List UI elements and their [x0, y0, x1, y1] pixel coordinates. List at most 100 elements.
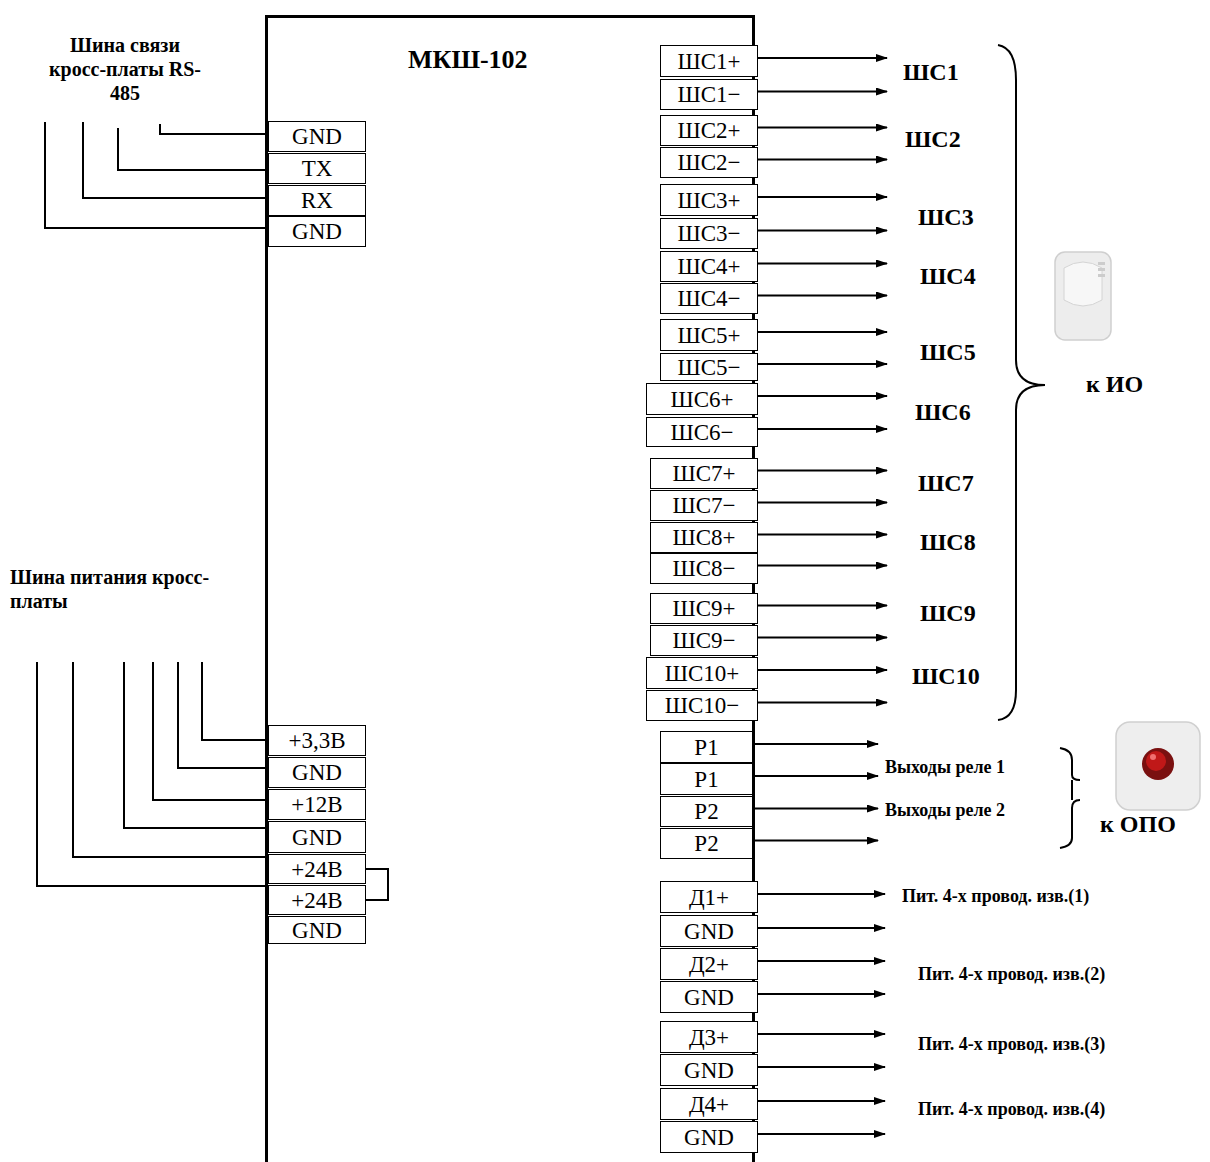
terminal-label: GND	[684, 920, 734, 943]
output-arrow	[755, 605, 887, 607]
terminal-label: GND	[684, 1059, 734, 1082]
terminal-box: ШС5+	[660, 319, 758, 351]
module-housing: МКШ-102GND TX RX GND +3,3В GND +12В GND +24В +24В…	[265, 15, 755, 1162]
curly-bracket	[1060, 748, 1080, 780]
loop-label: ШС7	[918, 469, 974, 498]
module-title: МКШ-102	[408, 45, 528, 75]
terminal-label: ШС5+	[677, 324, 740, 347]
terminal-box: ШС2+	[660, 115, 758, 146]
bus-caption: Шина связи кросс-платы RS-485	[45, 33, 205, 105]
output-arrow	[755, 637, 887, 639]
terminal-label: ШС7+	[672, 462, 735, 485]
loop-label: ШС2	[905, 125, 961, 154]
terminal-label: ШС10−	[665, 694, 740, 717]
terminal-box: ШС5−	[660, 353, 758, 381]
terminal-label: GND	[292, 125, 342, 148]
terminal-label: Р2	[694, 832, 718, 855]
bus-wires	[37, 122, 265, 886]
terminal-box: ШС8−	[650, 553, 758, 584]
terminal-label: GND	[292, 826, 342, 849]
terminal-label: Р1	[694, 768, 718, 791]
terminal-label: GND	[684, 986, 734, 1009]
output-arrow	[755, 159, 887, 161]
terminal-label: GND	[292, 919, 342, 942]
terminal-box: ШС8+	[650, 522, 758, 553]
terminal-box: Д3+	[660, 1021, 758, 1053]
terminal-box: GND	[660, 915, 758, 947]
terminal-label: ШС8−	[672, 557, 735, 580]
output-arrow	[755, 960, 885, 962]
terminal-box: Р1	[660, 731, 753, 763]
output-label: Пит. 4-х провод. изв.(3)	[918, 1034, 1105, 1056]
terminal-label: +24В	[291, 889, 342, 912]
output-arrow	[755, 1066, 885, 1068]
terminal-label: Р1	[694, 736, 718, 759]
output-arrow	[755, 993, 885, 995]
terminal-label: ШС3+	[677, 189, 740, 212]
terminal-box: ШС6−	[646, 417, 758, 447]
loop-label: ШС10	[912, 662, 980, 691]
bus-caption: Шина питания кросс-платы	[10, 565, 215, 613]
terminal-label: TX	[302, 157, 333, 180]
terminal-box: ШС10+	[646, 657, 758, 689]
terminal-box: Д2+	[660, 948, 758, 980]
terminal-box: GND	[268, 121, 366, 152]
terminal-label: ШС4−	[677, 287, 740, 310]
output-arrow	[755, 1133, 885, 1135]
terminal-label: ШС6−	[670, 421, 733, 444]
output-arrow	[755, 91, 887, 93]
output-arrow	[755, 702, 887, 704]
output-arrow	[755, 395, 887, 397]
output-label: Выходы реле 1	[885, 757, 1005, 779]
terminal-box: ШС1+	[660, 45, 758, 77]
terminal-box: ШС3−	[660, 218, 758, 249]
output-label: Выходы реле 2	[885, 800, 1005, 822]
jumper-wire	[366, 869, 388, 900]
terminal-label: +24В	[291, 858, 342, 881]
terminal-box: GND	[660, 1054, 758, 1086]
loop-label: ШС6	[915, 398, 971, 427]
terminal-label: ШС9−	[672, 629, 735, 652]
terminal-box: ШС2−	[660, 147, 758, 178]
output-arrow	[755, 927, 885, 929]
output-arrow	[750, 743, 878, 745]
terminal-label: ШС1−	[677, 83, 740, 106]
terminal-box: +24В	[268, 854, 366, 884]
terminal-box: GND	[660, 981, 758, 1013]
loop-label: ШС8	[920, 528, 976, 557]
curly-bracket	[998, 45, 1045, 720]
curly-bracket	[1060, 800, 1080, 848]
output-label: Пит. 4-х провод. изв.(2)	[918, 964, 1105, 986]
terminal-label: Д2+	[689, 953, 729, 976]
output-arrow	[750, 840, 878, 842]
terminal-label: RX	[301, 189, 333, 212]
terminal-label: GND	[684, 1126, 734, 1149]
terminal-box: +12В	[268, 789, 366, 820]
terminal-box: Д4+	[660, 1088, 758, 1120]
terminal-label: +3,3В	[288, 729, 345, 752]
terminal-box: +24В	[268, 885, 366, 915]
terminal-box: ШС7+	[650, 458, 758, 489]
output-arrow	[755, 669, 887, 671]
terminal-box: ШС4−	[660, 283, 758, 314]
output-arrow	[755, 331, 887, 333]
terminal-box: TX	[268, 153, 366, 184]
terminal-label: +12В	[291, 793, 342, 816]
loop-label: ШС5	[920, 338, 976, 367]
terminal-label: ШС5−	[677, 356, 740, 379]
output-arrow	[755, 470, 887, 472]
terminal-box: GND	[268, 757, 366, 788]
terminal-label: ШС9+	[672, 597, 735, 620]
terminal-box: ШС1−	[660, 79, 758, 110]
output-arrow	[755, 534, 887, 536]
output-label: к ОПО	[1100, 810, 1176, 839]
terminal-box: Д1+	[660, 881, 758, 913]
detector-icon	[1055, 252, 1111, 340]
terminal-box: GND	[268, 821, 366, 853]
terminal-label: ШС2+	[677, 119, 740, 142]
output-arrow	[755, 893, 885, 895]
terminal-label: ШС1+	[677, 50, 740, 73]
terminal-label: ШС3−	[677, 222, 740, 245]
terminal-box: GND	[268, 216, 366, 247]
